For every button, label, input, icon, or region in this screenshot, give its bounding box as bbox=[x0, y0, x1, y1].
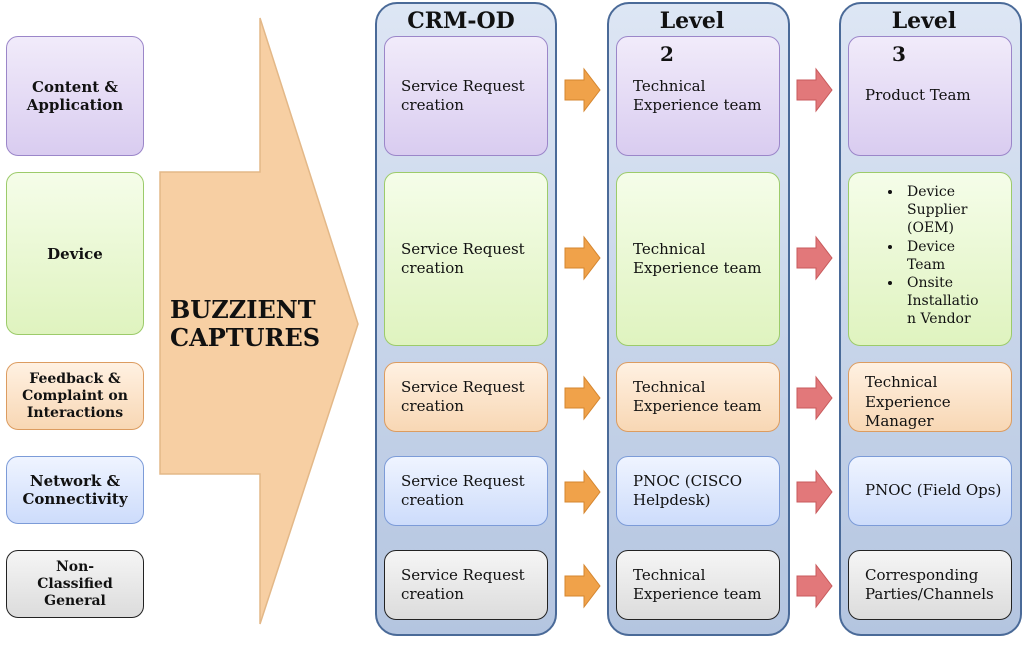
level3-number: 3 bbox=[892, 42, 906, 66]
bullet-device-supplier: Device Supplier (OEM) bbox=[903, 183, 1001, 238]
crm-cell-1: Service Request creation bbox=[384, 36, 548, 156]
crm-cell-2: Service Request creation bbox=[384, 172, 548, 346]
orange-arrow-icon bbox=[564, 235, 601, 281]
category-non-classified: Non- Classified General bbox=[6, 550, 144, 618]
orange-arrow-icon bbox=[564, 563, 601, 609]
category-device: Device bbox=[6, 172, 144, 335]
level2-cell-3: Technical Experience team bbox=[616, 362, 780, 432]
crm-cell-4: Service Request creation bbox=[384, 456, 548, 526]
level2-title: Level bbox=[659, 8, 725, 34]
orange-arrow-icon bbox=[564, 469, 601, 515]
red-arrow-icon bbox=[796, 67, 833, 113]
level3-cell-3: Technical Experience Manager bbox=[848, 362, 1012, 432]
level2-number: 2 bbox=[660, 42, 674, 66]
crm-cell-3: Service Request creation bbox=[384, 362, 548, 432]
bullet-onsite-vendor: Onsite Installatio n Vendor bbox=[903, 274, 1001, 329]
level2-cell-2: Technical Experience team bbox=[616, 172, 780, 346]
red-arrow-icon bbox=[796, 563, 833, 609]
crm-od-title: CRM-OD bbox=[407, 8, 515, 34]
red-arrow-icon bbox=[796, 235, 833, 281]
red-arrow-icon bbox=[796, 469, 833, 515]
level2-cell-1: Technical Experience team bbox=[616, 36, 780, 156]
buzzient-captures-arrow bbox=[159, 17, 359, 625]
level2-cell-5: Technical Experience team bbox=[616, 550, 780, 620]
level3-cell-4: PNOC (Field Ops) bbox=[848, 456, 1012, 526]
buzzient-captures-label: BUZZIENT CAPTURES bbox=[170, 295, 321, 352]
level3-cell-2: Device Supplier (OEM) Device Team Onsite… bbox=[848, 172, 1012, 346]
bullet-device-team: Device Team bbox=[903, 238, 1001, 274]
category-feedback-complaint: Feedback & Complaint on Interactions bbox=[6, 362, 144, 430]
level3-device-bullets: Device Supplier (OEM) Device Team Onsite… bbox=[849, 173, 1011, 329]
orange-arrow-icon bbox=[564, 375, 601, 421]
crm-cell-5: Service Request creation bbox=[384, 550, 548, 620]
red-arrow-icon bbox=[796, 375, 833, 421]
level3-cell-1: Product Team bbox=[848, 36, 1012, 156]
level3-cell-5: Corresponding Parties/Channels bbox=[848, 550, 1012, 620]
level3-title: Level bbox=[891, 8, 957, 34]
category-network-connectivity: Network & Connectivity bbox=[6, 456, 144, 524]
level2-cell-4: PNOC (CISCO Helpdesk) bbox=[616, 456, 780, 526]
category-content-application: Content & Application bbox=[6, 36, 144, 156]
orange-arrow-icon bbox=[564, 67, 601, 113]
